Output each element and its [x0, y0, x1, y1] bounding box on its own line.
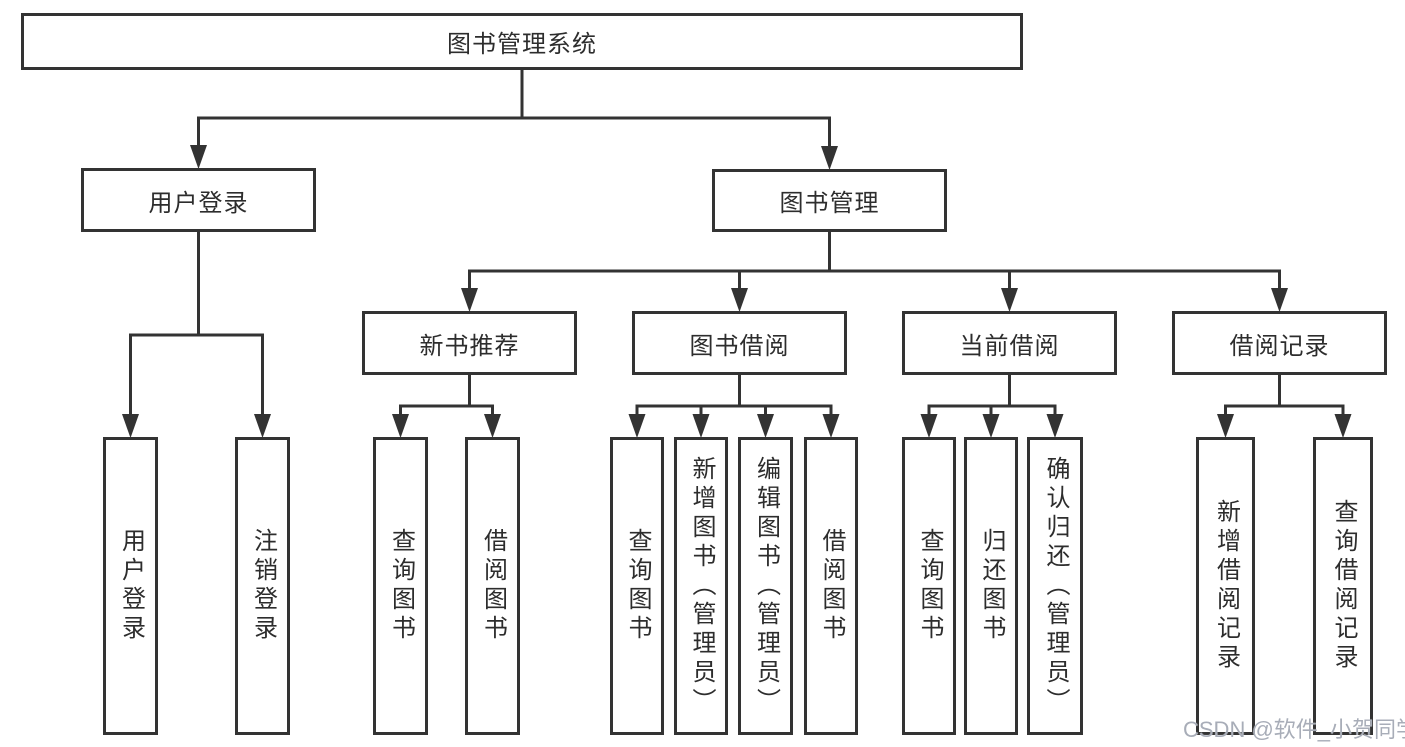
arrowhead: [1271, 288, 1288, 312]
node-new-book-recommend: 新书推荐: [362, 311, 577, 375]
node-leaf-query-borrow-record: 查询借阅记录: [1313, 437, 1373, 735]
csdn-watermark: CSDN @软件_小贺同学: [1183, 717, 1405, 742]
node-leaf-confirm-return-admin: 确认归还（管理员）: [1027, 437, 1083, 735]
node-leaf-user-login: 用户登录: [103, 437, 158, 735]
node-label: 图书借阅: [689, 332, 790, 360]
arrowhead: [731, 288, 748, 312]
arrowhead: [920, 414, 938, 438]
arrowhead: [822, 414, 840, 438]
node-borrow-records: 借阅记录: [1172, 311, 1387, 375]
arrowhead: [821, 146, 838, 170]
node-leaf-add-book-admin: 新增图书（管理员）: [674, 437, 728, 735]
node-book-borrow: 图书借阅: [632, 311, 847, 375]
arrowhead: [484, 414, 501, 438]
node-label: 归还图书: [978, 528, 1005, 644]
arrowhead: [982, 414, 1000, 438]
node-label: 借阅图书: [479, 528, 507, 644]
node-label: 注销登录: [249, 528, 277, 644]
arrowhead: [1046, 414, 1064, 438]
node-label: 查询图书: [624, 528, 651, 644]
node-leaf-query-books-3: 查询图书: [902, 437, 956, 735]
node-label: 新增图书（管理员）: [688, 455, 715, 717]
arrowhead: [1217, 414, 1234, 438]
arrowhead: [461, 288, 478, 312]
node-leaf-query-books-2: 查询图书: [610, 437, 664, 735]
node-leaf-query-books-1: 查询图书: [373, 437, 428, 735]
node-user-login: 用户登录: [81, 168, 316, 232]
arrowhead: [628, 414, 646, 438]
node-leaf-add-borrow-record: 新增借阅记录: [1196, 437, 1255, 735]
arrowhead: [1334, 414, 1352, 438]
node-label: 当前借阅: [959, 332, 1060, 360]
node-label: 新书推荐: [419, 332, 520, 360]
node-label: 图书管理系统: [447, 31, 597, 58]
node-current-borrow: 当前借阅: [902, 311, 1117, 375]
node-label: 用户登录: [117, 528, 145, 644]
node-leaf-borrow-books-1: 借阅图书: [465, 437, 520, 735]
arrowhead: [692, 414, 710, 438]
arrowhead: [190, 145, 207, 169]
arrowhead: [392, 414, 409, 438]
arrowhead: [1001, 288, 1018, 312]
node-label: 查询借阅记录: [1330, 499, 1357, 673]
node-label: 借阅记录: [1229, 332, 1330, 360]
node-leaf-logout: 注销登录: [235, 437, 290, 735]
node-label: 用户登录: [148, 189, 249, 217]
node-label: 查询图书: [916, 528, 943, 644]
node-leaf-borrow-books-2: 借阅图书: [804, 437, 858, 735]
node-label: 编辑图书（管理员）: [752, 455, 780, 717]
node-label: 确认归还（管理员）: [1042, 455, 1069, 717]
node-leaf-return-book: 归还图书: [964, 437, 1018, 735]
node-label: 新增借阅记录: [1212, 499, 1240, 673]
arrowhead: [254, 414, 271, 438]
node-book-mgmt: 图书管理: [712, 169, 947, 232]
node-leaf-edit-book-admin: 编辑图书（管理员）: [738, 437, 793, 735]
arrowhead: [757, 414, 774, 438]
node-label: 查询图书: [387, 528, 415, 644]
node-label: 借阅图书: [818, 528, 845, 644]
arrowhead: [122, 414, 139, 438]
node-label: 图书管理: [779, 190, 880, 217]
node-system: 图书管理系统: [21, 13, 1023, 70]
